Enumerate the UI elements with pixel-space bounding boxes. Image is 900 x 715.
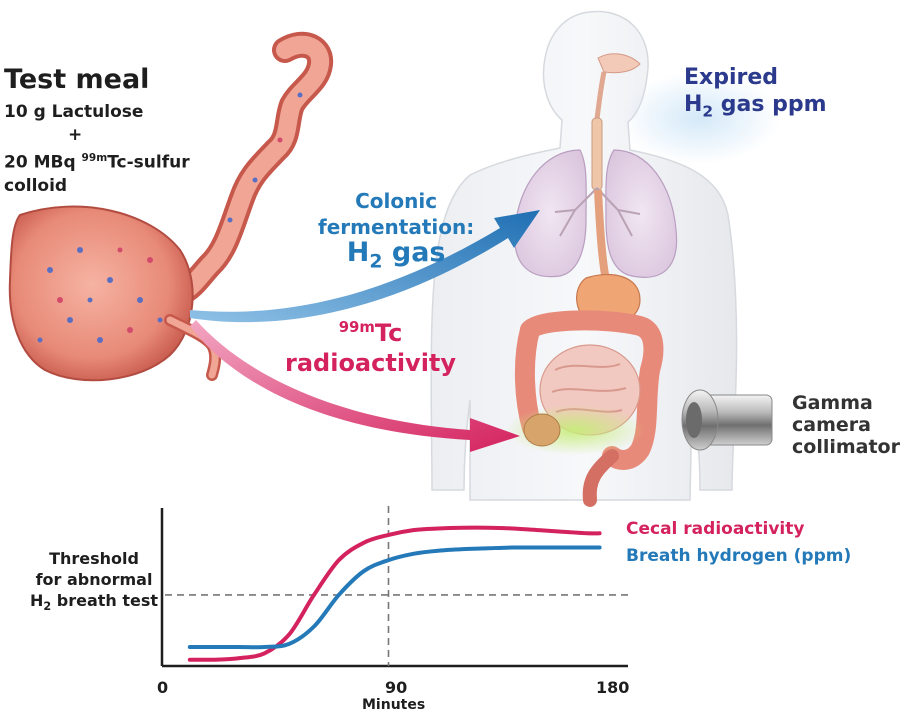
- test-meal-plus: +: [68, 125, 83, 145]
- expired-rest: gas ppm: [713, 92, 827, 117]
- series-line-cecal-radioactivity: [187, 525, 602, 662]
- threshold-label: Threshold for abnormal H2 breath test: [30, 548, 158, 617]
- colonic-label: Colonic fermentation: H2 gas: [318, 188, 474, 274]
- radioactivity-element: Tc: [374, 319, 403, 347]
- gamma-camera-icon: [681, 389, 773, 451]
- lungs: [514, 117, 678, 278]
- colonic-line1: Colonic: [355, 189, 438, 213]
- colonic-rest: gas: [382, 237, 446, 268]
- x-tick-label-180: 180: [596, 678, 630, 697]
- test-meal-line2-prefix: 20 MBq: [4, 152, 82, 173]
- chart: [160, 506, 628, 668]
- test-meal-line2-suffix: Tc-sulfur: [107, 152, 190, 173]
- expired-line1: Expired: [684, 65, 779, 90]
- arrow-to-cecum: [190, 320, 520, 452]
- legend-breath-hydrogen: Breath hydrogen (ppm): [626, 546, 852, 566]
- test-meal-line1: 10 g Lactulose: [4, 102, 144, 122]
- expired-label: Expired H2 gas ppm: [684, 64, 827, 125]
- x-axis-label: Minutes: [362, 697, 426, 713]
- breath-cloud: [620, 72, 780, 164]
- radioactivity-isotope: 99m: [338, 318, 375, 336]
- colonic-line2: fermentation:: [318, 215, 475, 239]
- expired-sub: 2: [702, 102, 714, 121]
- legend-cecal-radioactivity: Cecal radioactivity: [626, 519, 805, 539]
- gamma-line3: collimator: [792, 436, 900, 458]
- threshold-rest: breath test: [51, 591, 159, 610]
- expired-h: H: [684, 92, 703, 117]
- esophagus: [594, 189, 610, 281]
- gamma-line2: camera: [792, 414, 871, 436]
- threshold-line2: for abnormal: [35, 570, 153, 589]
- threshold-sub: 2: [43, 600, 52, 614]
- radioactivity-word: radioactivity: [285, 349, 457, 377]
- threshold-line1: Threshold: [49, 549, 139, 568]
- threshold-h: H: [30, 591, 44, 610]
- arrow-to-lungs: [190, 210, 540, 323]
- cecum: [523, 413, 561, 447]
- colonic-h: H: [346, 237, 370, 268]
- radioactivity-label: 99mTc radioactivity: [285, 312, 456, 378]
- colonic-sub: 2: [369, 250, 383, 273]
- test-meal-line3: colloid: [4, 175, 68, 196]
- x-tick-label-0: 0: [157, 678, 169, 697]
- stomach-and-intestine-illustration: [8, 31, 334, 382]
- test-meal-title: Test meal: [4, 64, 150, 95]
- gamma-line1: Gamma: [792, 392, 873, 414]
- test-meal-isotope: 99m: [81, 152, 108, 164]
- series-line-breath-hydrogen: [187, 545, 602, 650]
- gamma-camera-label: Gamma camera collimator: [792, 392, 900, 458]
- x-tick-label-90: 90: [385, 678, 408, 697]
- test-meal-contents: 10 g Lactulose + 20 MBq 99mTc-sulfur col…: [4, 101, 190, 198]
